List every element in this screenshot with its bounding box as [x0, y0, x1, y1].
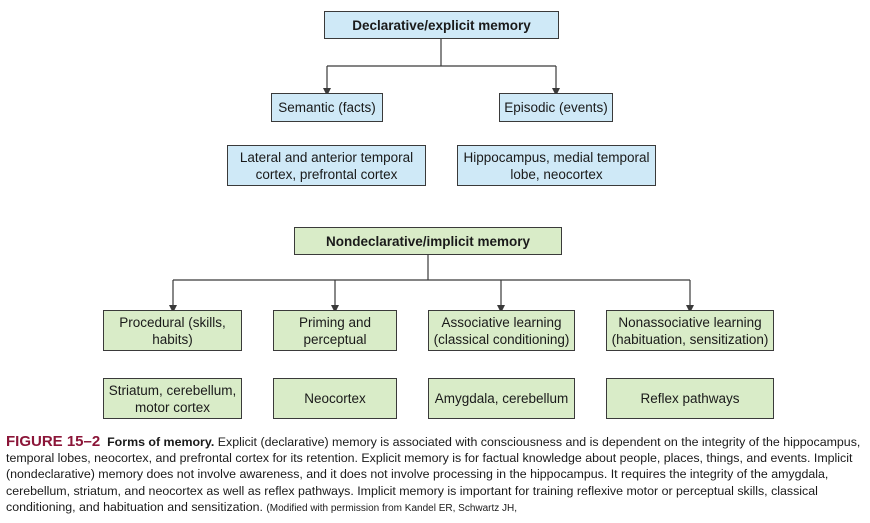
figure-caption: FIGURE 15–2 Forms of memory. Explicit (d…	[6, 433, 866, 517]
figure-credit: (Modified with permission from Kandel ER…	[266, 502, 518, 514]
declarative-memory-box: Declarative/explicit memory	[324, 11, 559, 39]
procedural-region-box: Striatum, cerebellum, motor cortex	[103, 378, 242, 419]
semantic-memory-box: Semantic (facts)	[271, 93, 383, 122]
nonassociative-learning-box: Nonassociative learning (habituation, se…	[606, 310, 774, 351]
connector-lines	[169, 39, 694, 313]
associative-region-box: Amygdala, cerebellum	[428, 378, 575, 419]
associative-learning-box: Associative learning (classical conditio…	[428, 310, 575, 351]
priming-region-box: Neocortex	[273, 378, 397, 419]
episodic-region-box: Hippocampus, medial temporal lobe, neoco…	[457, 145, 656, 186]
memory-diagram: Declarative/explicit memory Semantic (fa…	[103, 11, 774, 419]
semantic-region-box: Lateral and anterior temporal cortex, pr…	[227, 145, 426, 186]
priming-box: Priming and perceptual	[273, 310, 397, 351]
episodic-memory-box: Episodic (events)	[499, 93, 613, 122]
procedural-box: Procedural (skills, habits)	[103, 310, 242, 351]
figure-title: Forms of memory.	[107, 435, 215, 449]
figure-label: FIGURE 15–2	[6, 433, 101, 450]
nondeclarative-memory-box: Nondeclarative/implicit memory	[294, 227, 562, 255]
nonassociative-region-box: Reflex pathways	[606, 378, 774, 419]
figure-body-text: Explicit (declarative) memory is associa…	[6, 435, 861, 514]
